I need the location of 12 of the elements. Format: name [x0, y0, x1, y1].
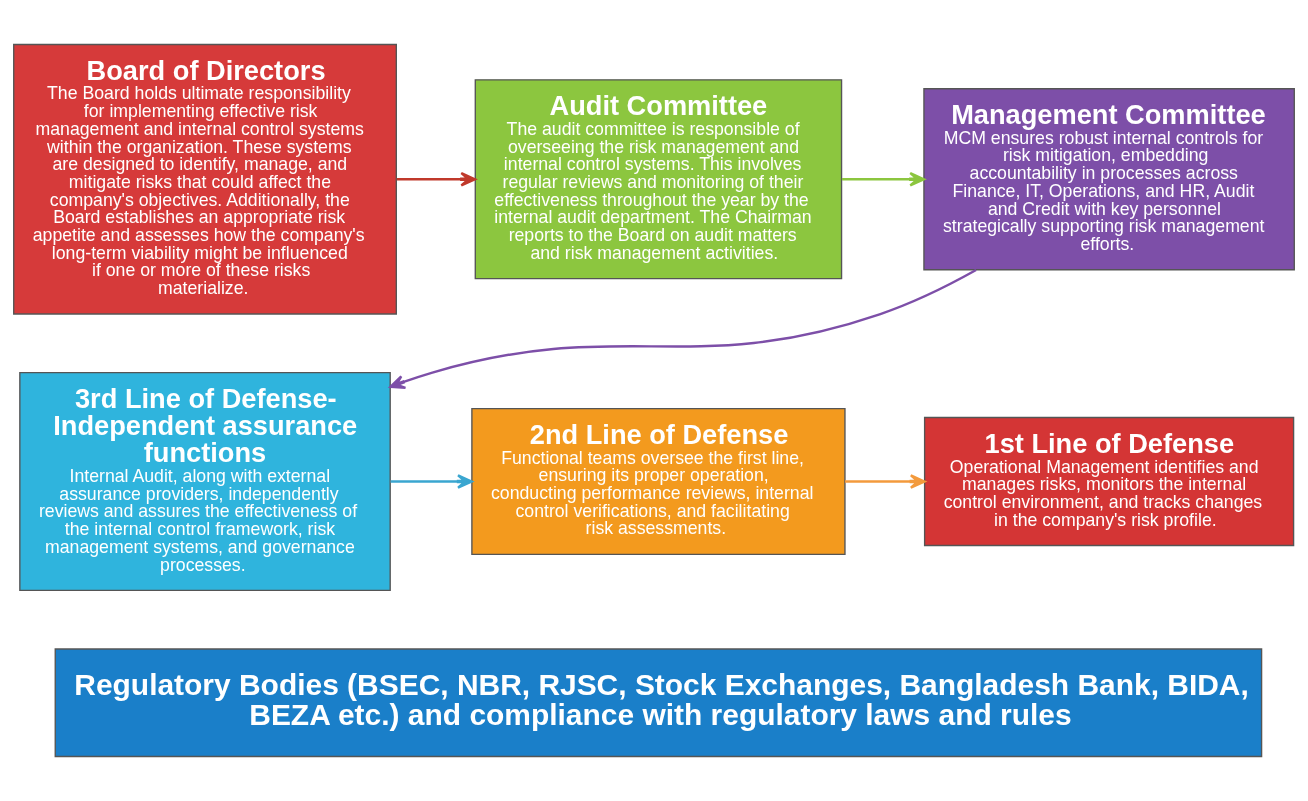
node-box: 3rd Line of Defense-Independent assurance functions Internal Audit, along with external assurance providers, independently reviews and assures the effectiveness of the internal control framework, risk management systems, and governance processes. — [19, 371, 391, 592]
node-box: Regulatory Bodies (BSEC, NBR, RJSC, Stock Exchanges, Bangladesh Bank, BIDA, BEZA etc.) and compliance with regulatory laws and rules — [54, 648, 1263, 758]
arrow — [390, 474, 473, 489]
node-box: Board of Directors The Board holds ultimate responsibility for implementing effective risk management and internal control systems within the organization. These systems are designed to identify, manage, and mitigate risks that could affect the company's objectives. Additionally, the Board establishes an appropriate risk appetite and assesses how the company's long-term viability might be influenced if one or more of these risks materialize. — [13, 43, 397, 315]
arrow — [396, 171, 477, 187]
node-box: 1st Line of Defense Operational Management identifies and manages risks, monitors the internal control environment, and tracks changes in the company's risk profile. — [923, 416, 1295, 547]
arrow — [845, 474, 926, 489]
node-box: Audit Committee The audit committee is responsible of overseeing the risk management and internal control systems. This involves regular reviews and monitoring of their effectiveness throughout the year by the internal audit department. The Chairman reports to the Board on audit matters and risk management activities. — [474, 79, 843, 280]
arrow — [841, 171, 926, 187]
arrow — [389, 268, 977, 390]
node-box: 2nd Line of Defense Functional teams oversee the first line, ensuring its proper operation, conducting performance reviews, internal control verifications, and facilitating risk assessments. — [471, 408, 846, 556]
node-box: Management Committee MCM ensures robust internal controls for risk mitigation, embedding accountability in processes across Finance, IT, Operations, and HR, Audit and Credit with key personnel strategically supporting risk management efforts. — [923, 88, 1295, 271]
